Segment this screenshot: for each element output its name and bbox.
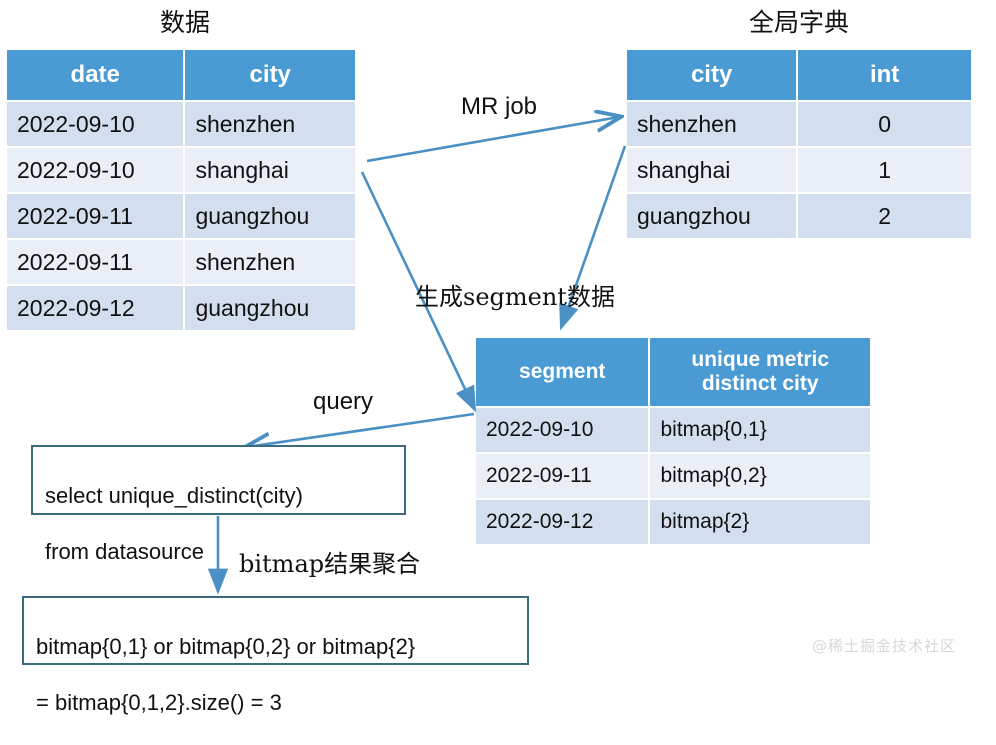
table-row: 2022-09-10 bitmap{0,1}	[476, 408, 870, 452]
bitmap-result-line2: = bitmap{0,1,2}.size() = 3	[36, 690, 282, 715]
unique-metric-line2: distinct city	[701, 372, 819, 395]
table-row: guangzhou 2	[627, 194, 971, 238]
cell-city: guangzhou	[185, 286, 355, 330]
dictionary-table-title: 全局字典	[748, 8, 849, 37]
table-row: 2022-09-12 bitmap{2}	[476, 500, 870, 544]
table-row: 2022-09-11 shenzhen	[7, 240, 355, 284]
cell-int: 0	[798, 102, 971, 146]
cell-date: 2022-09-10	[7, 102, 184, 146]
cell-date: 2022-09-11	[7, 240, 184, 284]
column-header-unique-metric: unique metric distinct city	[650, 338, 870, 406]
table-row: 2022-09-10 shanghai	[7, 148, 355, 192]
cell-city: guangzhou	[627, 194, 797, 238]
bitmap-result-line1: bitmap{0,1} or bitmap{0,2} or bitmap{2}	[36, 634, 416, 659]
dictionary-table: city int shenzhen 0 shanghai 1 guangzhou…	[625, 48, 973, 240]
query-sql-line1: select unique_distinct(city)	[45, 483, 304, 508]
column-header-city: city	[627, 50, 797, 100]
cell-segment: 2022-09-11	[476, 454, 649, 498]
table-row: 2022-09-11 bitmap{0,2}	[476, 454, 870, 498]
cell-date: 2022-09-11	[7, 194, 184, 238]
table-row: shanghai 1	[627, 148, 971, 192]
watermark: @稀土掘金技术社区	[812, 637, 957, 655]
cell-segment: 2022-09-12	[476, 500, 649, 544]
segment-table: segment unique metric distinct city 2022…	[474, 336, 872, 544]
label-query: query	[313, 388, 374, 415]
table-row: shenzhen 0	[627, 102, 971, 146]
column-header-city: city	[185, 50, 355, 100]
table-header-row: date city	[7, 50, 355, 100]
unique-metric-line1: unique metric	[691, 348, 830, 372]
cell-city: shenzhen	[185, 102, 355, 146]
cell-city: shenzhen	[627, 102, 797, 146]
query-sql-box: select unique_distinct(city) from dataso…	[31, 445, 406, 564]
cell-date: 2022-09-12	[7, 286, 184, 330]
label-mr-job: MR job	[461, 93, 538, 120]
data-table-title: 数据	[159, 8, 210, 37]
arrow-dictionary-to-segment	[559, 145, 627, 331]
cell-date: 2022-09-10	[7, 148, 184, 192]
cell-city: shanghai	[185, 148, 355, 192]
cell-int: 2	[798, 194, 971, 238]
diagram-arrow-layer	[207, 0, 996, 595]
cell-segment: 2022-09-10	[476, 408, 649, 452]
cell-bitmap: bitmap{2}	[650, 500, 870, 544]
query-sql-line2: from datasource	[45, 539, 204, 564]
cell-city: shanghai	[627, 148, 797, 192]
arrow-mr-job	[366, 117, 619, 163]
column-header-date: date	[7, 50, 184, 100]
arrow-generate-segment	[360, 171, 477, 413]
data-table: date city 2022-09-10 shenzhen 2022-09-10…	[5, 48, 357, 332]
table-row: 2022-09-10 shenzhen	[7, 102, 355, 146]
cell-bitmap: bitmap{0,2}	[650, 454, 870, 498]
table-row: 2022-09-12 guangzhou	[7, 286, 355, 330]
column-header-segment: segment	[476, 338, 649, 406]
table-row: 2022-09-11 guangzhou	[7, 194, 355, 238]
arrow-query	[247, 412, 475, 447]
table-header-row: city int	[627, 50, 971, 100]
label-generate-segment: 生成segment数据	[415, 283, 615, 311]
table-header-row: segment unique metric distinct city	[476, 338, 870, 406]
column-header-int: int	[798, 50, 971, 100]
cell-bitmap: bitmap{0,1}	[650, 408, 870, 452]
label-bitmap-aggregate: bitmap结果聚合	[239, 550, 421, 578]
bitmap-result-box: bitmap{0,1} or bitmap{0,2} or bitmap{2} …	[22, 596, 529, 715]
cell-city: shenzhen	[185, 240, 355, 284]
cell-int: 1	[798, 148, 971, 192]
cell-city: guangzhou	[185, 194, 355, 238]
